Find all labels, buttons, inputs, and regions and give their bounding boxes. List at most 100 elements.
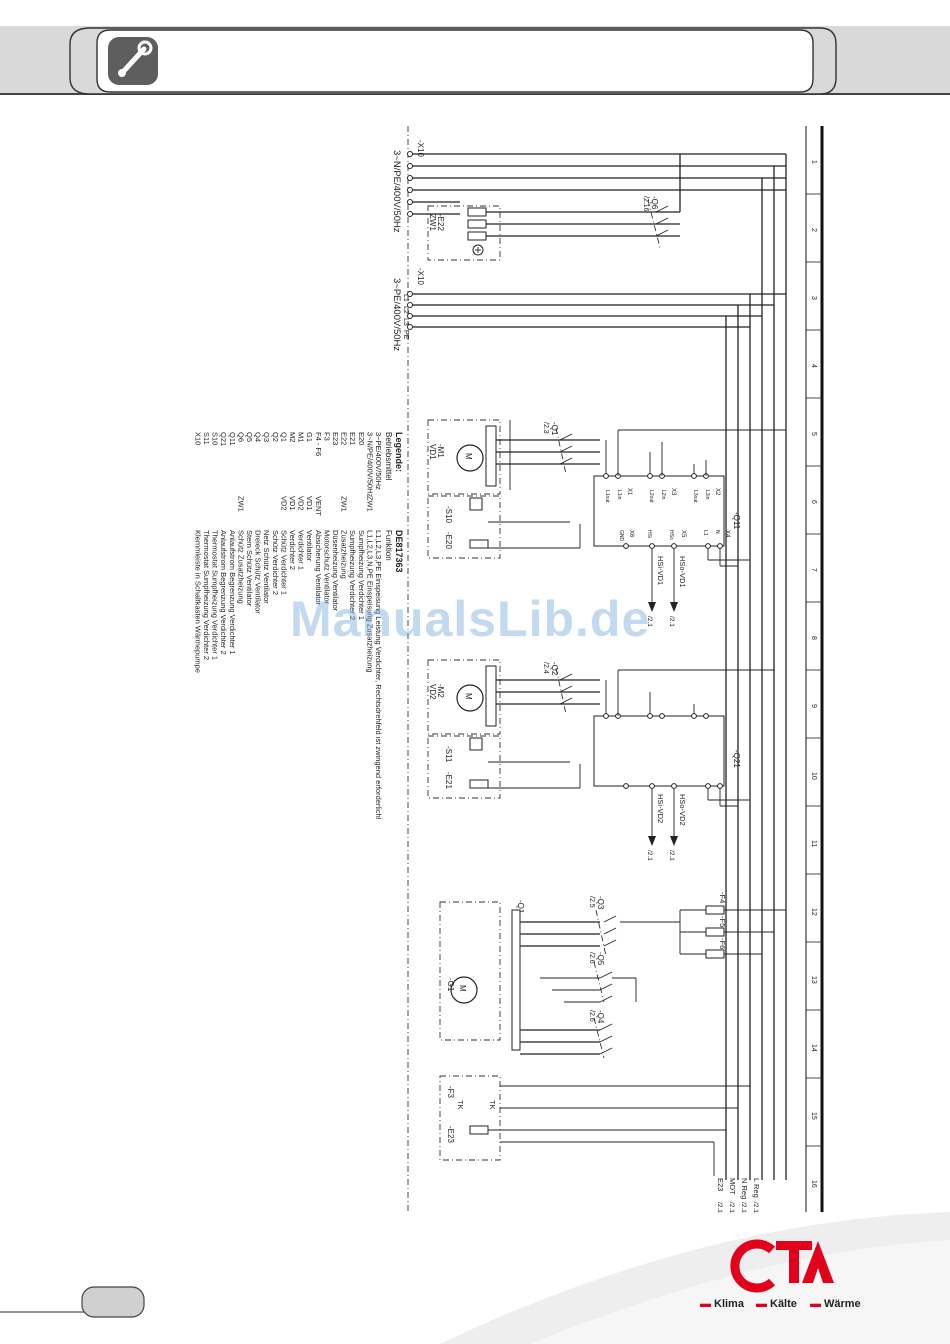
legend: Legende: DE817363 Betriebsmittel Funktio… — [193, 432, 404, 820]
legend-function: Thermostat Sumpfheizung Verdichter 1 — [211, 530, 220, 660]
terminal-pe: PE — [402, 330, 409, 340]
q6-label: -Q6 — [650, 196, 659, 210]
q11-pin-l1out: L1out — [604, 490, 610, 503]
m1-label: -M1 — [436, 444, 445, 458]
f3-label: -F3 — [446, 1086, 455, 1099]
q11-pin-l2in: L2in — [660, 490, 666, 500]
legend-item: E21 — [348, 432, 357, 445]
legend-item: E20 — [357, 432, 366, 445]
q2-ref: /2.4 — [542, 662, 549, 674]
legend-code: DE817363 — [394, 530, 404, 573]
watermark: ManualsLib.de — [290, 591, 651, 647]
legend-code-ref: VD1 — [288, 496, 297, 511]
column-number: 14 — [810, 1044, 817, 1052]
legend-item: Q5 — [245, 432, 254, 442]
legend-function: Verdichter 1 — [297, 530, 306, 570]
out-mot-ref: /2.1 — [728, 1202, 735, 1213]
q11-pin-l1: L1 — [702, 530, 708, 536]
legend-function: Ventilator — [305, 530, 314, 562]
x10-top-label: -X10 — [416, 140, 425, 157]
legend-item: Q6 — [236, 432, 245, 442]
hso-vd2-ref: /2.1 — [668, 850, 675, 861]
m2-label: -M2 — [436, 684, 445, 698]
svg-text:M: M — [464, 453, 473, 460]
legend-function: Stern Schütz Ventilator — [245, 530, 254, 607]
hso-vd2-label: HSo-VD2 — [678, 794, 687, 826]
q11-pin-hsi: HSi — [646, 530, 652, 538]
busbars — [725, 154, 787, 1180]
output-signals: L Reg N Reg MOT E23 /2.1 /2.1 /2.1 /2.1 — [713, 1086, 761, 1213]
legend-function: Absicherung Ventilator — [314, 530, 323, 606]
out-e23-ref: /2.1 — [716, 1202, 723, 1213]
q11-x1: X1 — [626, 488, 632, 496]
legend-function: L1,L2,L3,PE Einspeisung Leistung Verdich… — [374, 530, 383, 820]
e21-label: -E21 — [444, 772, 453, 789]
legend-function: Schütz Verdichter 2 — [271, 530, 280, 595]
legend-function: Motorschutz Ventilator — [322, 530, 331, 605]
svg-text:▬: ▬ — [700, 1298, 711, 1310]
q1-ref: /2.3 — [542, 422, 549, 434]
terminal-l2: L2 — [402, 306, 409, 314]
column-number: 12 — [810, 908, 817, 916]
q11-pin-l3out: L3out — [692, 490, 698, 503]
fuse-f4 — [705, 905, 725, 915]
s10-label: -S10 — [444, 506, 453, 523]
supply-power-label: 3~PE/400V/50Hz — [391, 278, 402, 351]
column-number: 13 — [810, 976, 817, 984]
legend-title: Legende: — [394, 432, 404, 472]
legend-code-ref: ZW1 — [340, 496, 349, 512]
page-number-tab — [81, 1286, 145, 1318]
q4-label: -Q4 — [596, 1010, 605, 1024]
hsi-vd1-label: HSi-VD1 — [656, 556, 665, 585]
heater-e22: -E22 ZW1 — [427, 205, 680, 261]
hsi-vd2-label: HSi-VD2 — [656, 794, 665, 823]
q11-pin-l3in: L3in — [704, 490, 710, 500]
fan-group: -Q1 M -G1 -Q3 /2.5 -Q5 /2.6 -Q4 /2.6 — [439, 892, 786, 1161]
q5-ref: /2.6 — [588, 952, 595, 964]
out-n-reg-ref: /2.1 — [740, 1202, 747, 1213]
out-l-reg-ref: /2.1 — [752, 1202, 759, 1213]
out-e23: E23 — [716, 1178, 725, 1191]
legend-function: Schütz Zusatzheizung — [236, 530, 245, 604]
wrench-icon — [108, 37, 158, 85]
f6-label: -F6 — [718, 938, 727, 949]
legend-item: E23 — [331, 432, 340, 445]
g1-label: -G1 — [446, 978, 455, 992]
svg-text:M: M — [464, 693, 473, 700]
q11-pin-hso: HSo — [668, 530, 674, 540]
supply-x10-bottom: -X10 3~PE/400V/50Hz L1 L2 L3 PE — [391, 268, 786, 351]
legend-code-ref: ZW1 — [236, 496, 245, 512]
column-number: 6 — [810, 500, 817, 504]
out-n-reg: N Reg — [740, 1178, 749, 1199]
fan-motor-g1 — [450, 976, 478, 1004]
q2-label: -Q2 — [550, 662, 559, 676]
legend-item: F4 - F6 — [314, 432, 323, 456]
q1-label: -Q1 — [550, 422, 559, 436]
legend-item: G1 — [305, 432, 314, 442]
legend-item: Q3 — [262, 432, 271, 442]
zw1-label: ZW1 — [428, 214, 437, 231]
legend-function: Sumpfheizung Verdichter 1 — [357, 530, 366, 620]
legend-function: Netz Schütz Ventilator — [262, 530, 271, 604]
q4-ref: /2.6 — [588, 1010, 595, 1022]
column-number: 4 — [810, 364, 817, 368]
legend-function: L1,L2,L3,N,PE Einspeisung Zusatzheizung — [365, 530, 374, 673]
column-number: 8 — [810, 636, 817, 640]
cta-logo — [730, 1239, 834, 1293]
e22-label: -E22 — [436, 214, 445, 231]
legend-item: Q21 — [219, 432, 228, 446]
column-number: 3 — [810, 296, 817, 300]
legend-col-2: Funktion — [384, 530, 393, 561]
tk-label-1: TK — [456, 1100, 465, 1110]
legend-item: S11 — [202, 432, 211, 445]
q11-pin-l1in: L1in — [616, 490, 622, 500]
legend-code-ref: VD2 — [279, 496, 288, 511]
q11-pin-gnd: GND — [618, 530, 624, 542]
page-footer: ▬ Klima ▬ Kälte ▬ Wärme — [0, 1212, 950, 1344]
legend-item: S10 — [211, 432, 220, 445]
fuse-f6 — [705, 949, 725, 959]
q6-ref: /2.16 — [642, 196, 649, 212]
